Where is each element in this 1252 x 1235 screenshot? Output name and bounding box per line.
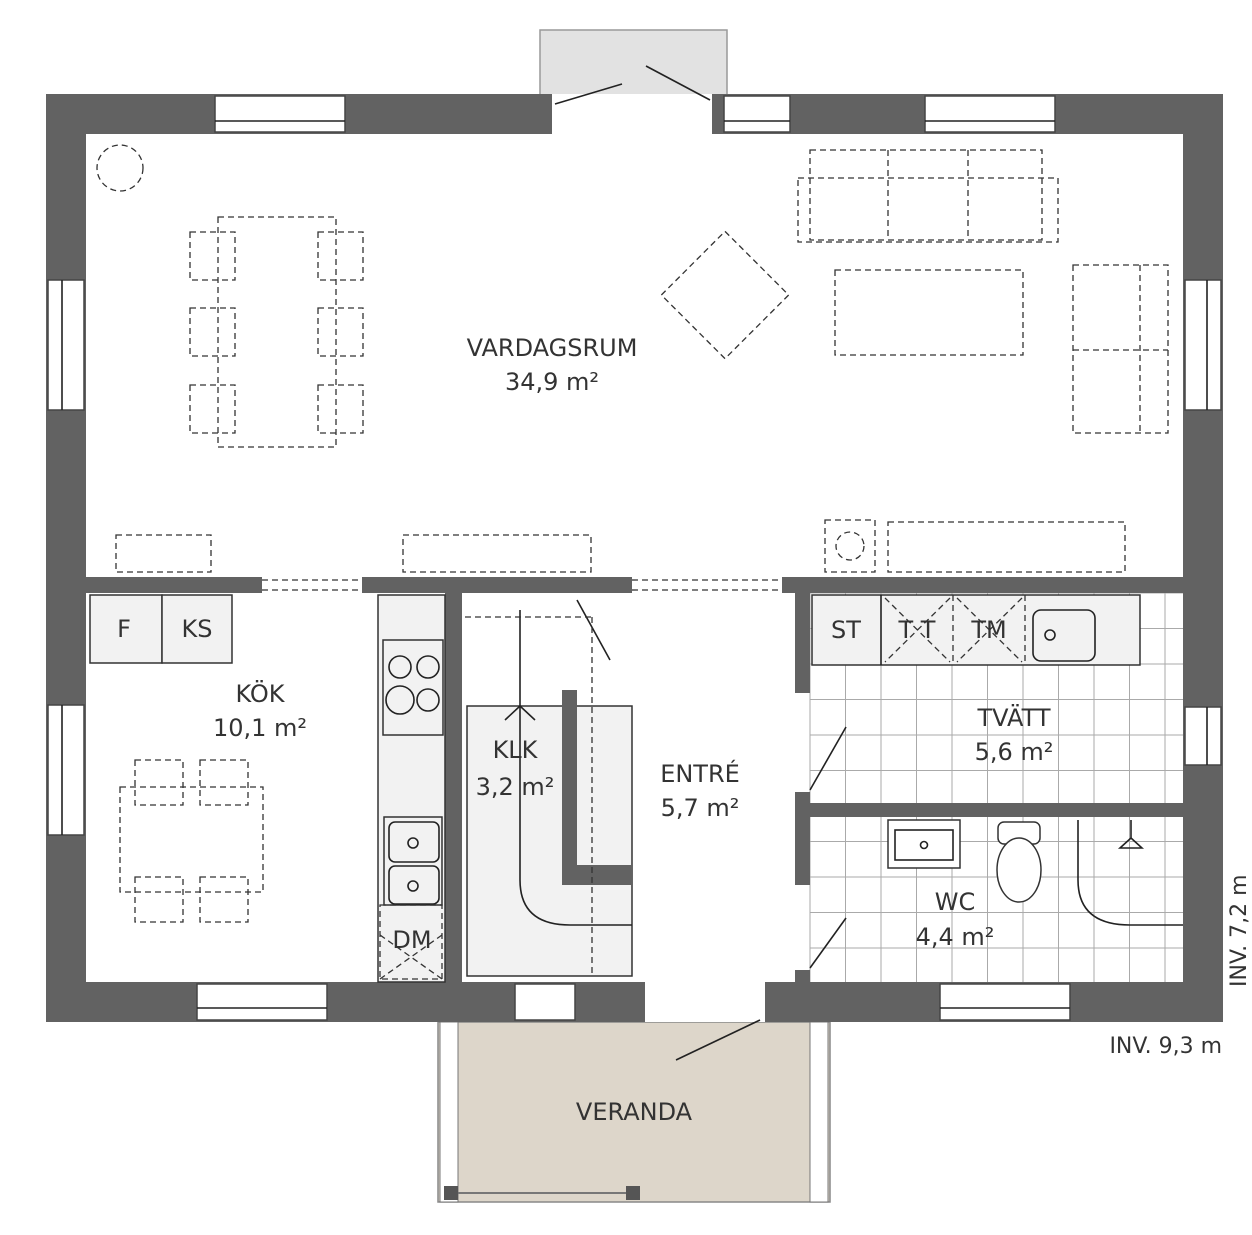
outer-walls bbox=[46, 94, 1223, 1022]
shower-icon bbox=[1077, 820, 1183, 926]
width-dimension: INV. 9,3 m bbox=[1109, 1034, 1222, 1059]
room-area-klk: 3,2 m² bbox=[476, 773, 555, 801]
room-name-kok: KÖK bbox=[235, 679, 285, 708]
veranda-floor bbox=[437, 1021, 831, 1203]
dryer-cabinet-label: ST bbox=[831, 616, 861, 644]
laundry-furniture bbox=[811, 594, 1141, 666]
room-area-entre: 5,7 m² bbox=[661, 794, 740, 822]
laundry-sink-icon bbox=[1032, 609, 1096, 662]
windows bbox=[47, 65, 1222, 1061]
closet-furniture bbox=[465, 610, 633, 977]
living-furniture bbox=[96, 144, 1169, 573]
balcony bbox=[539, 29, 728, 97]
tumble-dryer-label: T T bbox=[898, 616, 936, 644]
dishwasher-label: DM bbox=[392, 926, 431, 954]
fridge-label: F bbox=[117, 615, 131, 643]
interior-walls bbox=[86, 577, 1183, 984]
wc-furniture bbox=[887, 819, 1183, 926]
freezer-label: KS bbox=[182, 615, 213, 643]
room-name-tvatt: TVÄTT bbox=[977, 703, 1051, 732]
room-name-veranda: VERANDA bbox=[576, 1098, 693, 1126]
washing-machine-label: TM bbox=[970, 616, 1006, 644]
room-area-tvatt: 5,6 m² bbox=[975, 738, 1054, 766]
room-area-wc: 4,4 m² bbox=[916, 923, 995, 951]
depth-dimension: INV. 7,2 m bbox=[1227, 874, 1252, 987]
veranda-railings bbox=[439, 1021, 829, 1203]
room-name-vardagsrum: VARDAGSRUM bbox=[467, 334, 638, 362]
room-name-entre: ENTRÉ bbox=[660, 759, 740, 788]
room-area-kok: 10,1 m² bbox=[213, 714, 307, 742]
kitchen-furniture bbox=[89, 594, 446, 983]
room-name-wc: WC bbox=[935, 888, 976, 916]
room-area-vardagsrum: 34,9 m² bbox=[505, 368, 599, 396]
stove-icon bbox=[382, 639, 444, 736]
room-name-klk: KLK bbox=[493, 736, 539, 764]
